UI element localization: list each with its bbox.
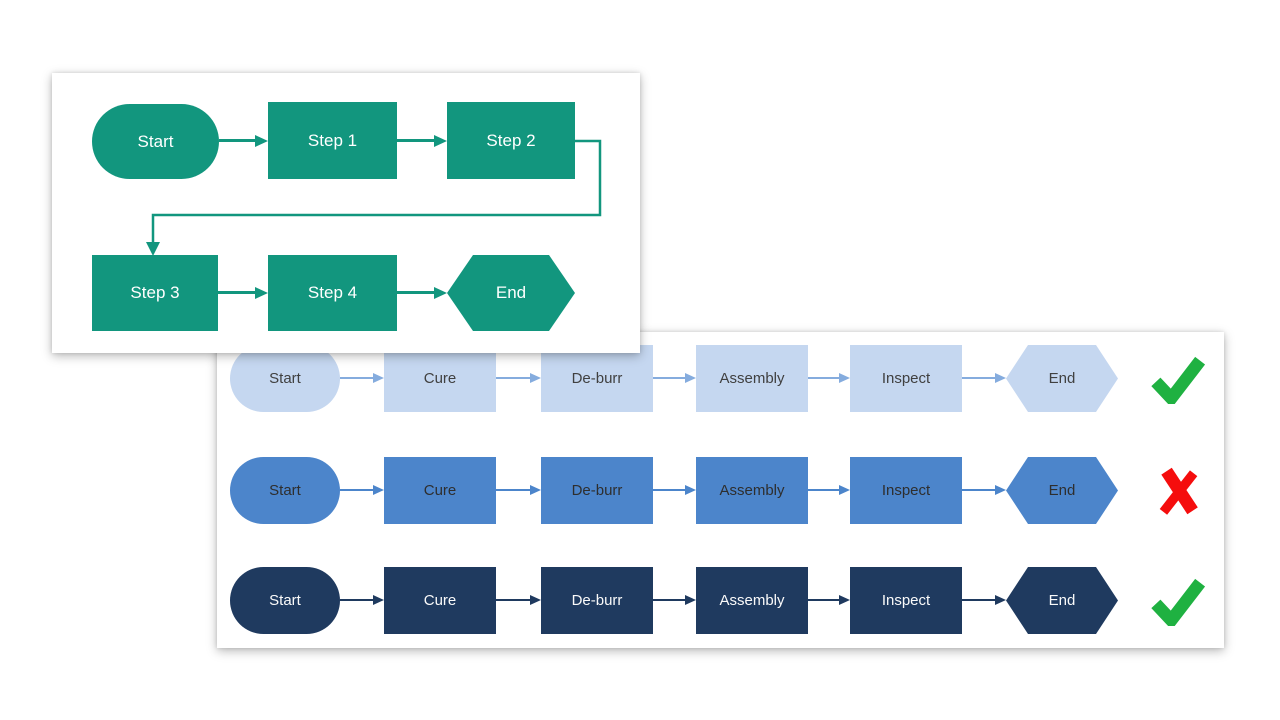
arrow-step1-step2 xyxy=(397,139,434,142)
flow-node-start: Start xyxy=(230,457,340,524)
arrow-connector xyxy=(340,489,373,491)
flow-node-inspect: Inspect xyxy=(850,567,962,634)
success-check-icon xyxy=(1149,576,1207,626)
flow-node-start: Start xyxy=(230,567,340,634)
node-label: Inspect xyxy=(881,592,931,609)
flow-node-deburr: De-burr xyxy=(541,345,653,412)
success-check-icon xyxy=(1149,354,1207,404)
node-label: Assembly xyxy=(719,482,785,499)
arrow-connector xyxy=(962,489,995,491)
flow-node-deburr: De-burr xyxy=(541,457,653,524)
node-label: Step 3 xyxy=(130,283,180,302)
arrow-connector xyxy=(962,599,995,601)
arrow-connector xyxy=(808,489,839,491)
node-label: De-burr xyxy=(571,592,623,609)
arrow-connector xyxy=(340,599,373,601)
node-label: Step 4 xyxy=(307,283,358,302)
flow-node-end: End xyxy=(1006,345,1118,412)
node-label: Inspect xyxy=(881,370,931,387)
node-label: Assembly xyxy=(719,592,785,609)
node-label: End xyxy=(1048,370,1076,387)
flow-variants-panel: Start Cure De-burr Assembly Inspect End xyxy=(217,332,1224,648)
node-label: Step 2 xyxy=(486,130,536,150)
arrow-connector xyxy=(340,377,373,379)
node-label: Assembly xyxy=(719,370,785,387)
flow-node-step3: Step 3 xyxy=(92,255,218,331)
node-label: Inspect xyxy=(881,482,931,499)
node-label: End xyxy=(1048,592,1076,609)
flow-node-start: Start xyxy=(230,345,340,412)
flow-node-inspect: Inspect xyxy=(850,345,962,412)
node-label: Step 1 xyxy=(307,130,358,150)
arrow-connector xyxy=(496,489,530,491)
node-label: De-burr xyxy=(571,482,623,499)
flow-node-end: End xyxy=(1006,457,1118,524)
arrow-step3-step4 xyxy=(218,291,255,294)
fail-x-icon xyxy=(1149,466,1207,516)
node-label: Start xyxy=(269,482,301,499)
flow-row-medium: Start Cure De-burr Assembly Inspect End xyxy=(217,457,1224,524)
node-label: End xyxy=(1048,482,1076,499)
node-label: Start xyxy=(269,370,301,387)
flow-row-light: Start Cure De-burr Assembly Inspect End xyxy=(217,345,1224,412)
node-label: End xyxy=(495,283,527,302)
flow-node-start: Start xyxy=(92,104,219,179)
small-flowchart-panel: Start Step 1 Step 2 Step 3 Step 4 End xyxy=(52,73,640,353)
node-label: De-burr xyxy=(571,370,623,387)
flow-node-inspect: Inspect xyxy=(850,457,962,524)
arrow-connector xyxy=(653,489,685,491)
flow-row-dark: Start Cure De-burr Assembly Inspect End xyxy=(217,567,1224,634)
flow-node-assembly: Assembly xyxy=(696,345,808,412)
flow-node-end: End xyxy=(1006,567,1118,634)
arrow-connector xyxy=(962,377,995,379)
node-label: Start xyxy=(269,592,301,609)
arrow-connector xyxy=(808,599,839,601)
arrow-connector xyxy=(496,377,530,379)
flow-node-deburr: De-burr xyxy=(541,567,653,634)
flow-node-cure: Cure xyxy=(384,567,496,634)
flow-node-step1: Step 1 xyxy=(268,102,397,179)
node-label: Cure xyxy=(423,482,457,499)
arrow-start-step1 xyxy=(219,139,255,142)
flow-node-end: End xyxy=(447,255,575,331)
flow-node-assembly: Assembly xyxy=(696,567,808,634)
node-label: Cure xyxy=(423,370,457,387)
flow-node-cure: Cure xyxy=(384,345,496,412)
flow-node-assembly: Assembly xyxy=(696,457,808,524)
arrow-connector xyxy=(653,377,685,379)
arrow-connector xyxy=(808,377,839,379)
node-label: Start xyxy=(137,131,174,151)
flow-node-step4: Step 4 xyxy=(268,255,397,331)
arrow-connector xyxy=(653,599,685,601)
flow-node-cure: Cure xyxy=(384,457,496,524)
node-label: Cure xyxy=(423,592,457,609)
arrow-connector xyxy=(496,599,530,601)
flow-node-step2: Step 2 xyxy=(447,102,575,179)
arrow-step4-end xyxy=(397,291,434,294)
